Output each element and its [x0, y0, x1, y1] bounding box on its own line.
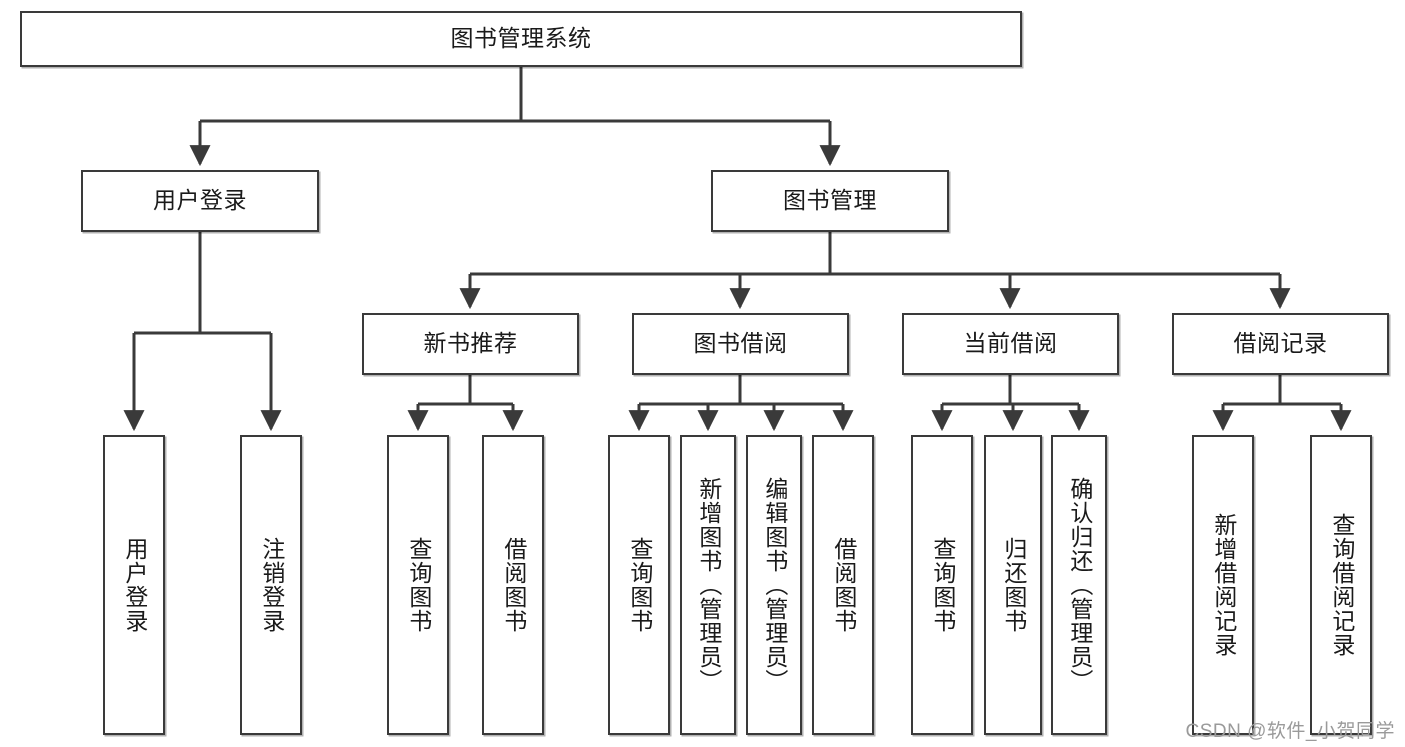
- node-current-borrow-label: 当前借阅: [963, 330, 1058, 357]
- node-leaf-query-book-3[interactable]: 查询图书: [911, 435, 973, 735]
- watermark: CSDN @软件_小贺同学: [1185, 721, 1395, 742]
- node-leaf-logout-label: 注销登录: [258, 537, 285, 633]
- node-new-book-rec[interactable]: 新书推荐: [362, 313, 579, 375]
- node-leaf-add-record[interactable]: 新增借阅记录: [1192, 435, 1254, 735]
- node-leaf-borrow-book-2[interactable]: 借阅图书: [812, 435, 874, 735]
- node-new-book-rec-label: 新书推荐: [423, 330, 518, 357]
- node-leaf-logout[interactable]: 注销登录: [240, 435, 302, 735]
- node-leaf-confirm-return-label: 确认归还（管理员）: [1066, 477, 1093, 693]
- node-leaf-add-book-label: 新增图书（管理员）: [695, 477, 722, 693]
- node-leaf-return-book-label: 归还图书: [1000, 537, 1027, 633]
- node-root-label: 图书管理系统: [450, 25, 592, 52]
- node-borrow-record-label: 借阅记录: [1233, 330, 1328, 357]
- node-leaf-user-login-label: 用户登录: [121, 537, 148, 633]
- node-leaf-edit-book[interactable]: 编辑图书（管理员）: [746, 435, 802, 735]
- node-leaf-add-book[interactable]: 新增图书（管理员）: [680, 435, 736, 735]
- node-leaf-query-record-label: 查询借阅记录: [1328, 513, 1355, 657]
- node-borrow-record[interactable]: 借阅记录: [1172, 313, 1389, 375]
- node-current-borrow[interactable]: 当前借阅: [902, 313, 1119, 375]
- node-leaf-return-book[interactable]: 归还图书: [984, 435, 1042, 735]
- node-leaf-query-book-1-label: 查询图书: [405, 537, 432, 633]
- node-leaf-borrow-book-2-label: 借阅图书: [830, 537, 857, 633]
- node-leaf-borrow-book-1-label: 借阅图书: [500, 537, 527, 633]
- node-book-borrow-label: 图书借阅: [693, 330, 788, 357]
- node-user-login[interactable]: 用户登录: [81, 170, 319, 232]
- node-leaf-add-record-label: 新增借阅记录: [1210, 513, 1237, 657]
- node-leaf-edit-book-label: 编辑图书（管理员）: [761, 477, 788, 693]
- node-book-manage-label: 图书管理: [783, 187, 877, 214]
- node-leaf-borrow-book-1[interactable]: 借阅图书: [482, 435, 544, 735]
- node-leaf-user-login[interactable]: 用户登录: [103, 435, 165, 735]
- node-book-borrow[interactable]: 图书借阅: [632, 313, 849, 375]
- node-user-login-label: 用户登录: [153, 187, 247, 214]
- node-leaf-query-book-2[interactable]: 查询图书: [608, 435, 670, 735]
- node-root[interactable]: 图书管理系统: [20, 11, 1022, 67]
- node-leaf-query-book-3-label: 查询图书: [929, 537, 956, 633]
- node-leaf-confirm-return[interactable]: 确认归还（管理员）: [1051, 435, 1107, 735]
- node-leaf-query-book-2-label: 查询图书: [626, 537, 653, 633]
- node-leaf-query-book-1[interactable]: 查询图书: [387, 435, 449, 735]
- node-leaf-query-record[interactable]: 查询借阅记录: [1310, 435, 1372, 735]
- node-book-manage[interactable]: 图书管理: [711, 170, 949, 232]
